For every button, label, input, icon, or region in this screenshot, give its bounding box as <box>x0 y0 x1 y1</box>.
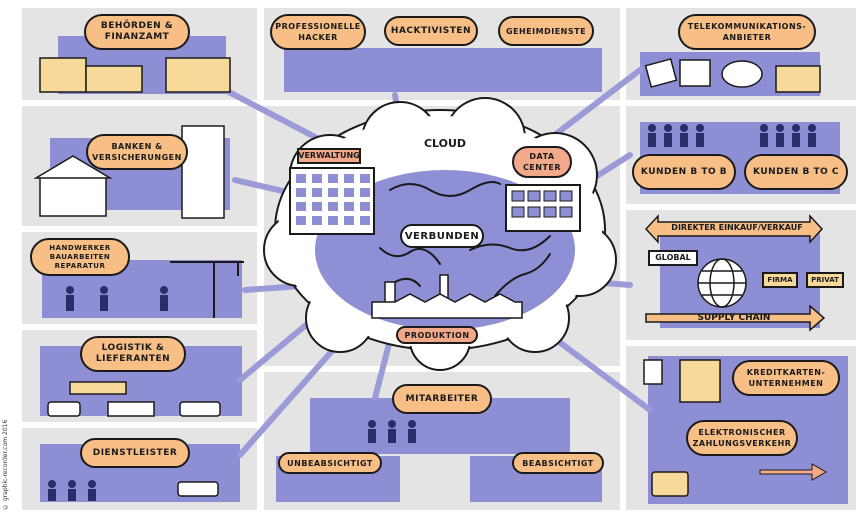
privat-tag: PRIVAT <box>806 272 844 288</box>
delivery-trucks-icon <box>47 381 221 497</box>
people-figures-icon <box>48 124 816 501</box>
credit-text: © graphic-recorder.com 2016 <box>2 419 9 510</box>
einkauf-label: DIREKTER EINKAUF/VERKAUF <box>671 223 803 232</box>
kunden-b2b-label: KUNDEN B TO B <box>632 154 736 190</box>
band-hacker <box>284 48 602 92</box>
produktion-tag: PRODUKTION <box>396 326 478 344</box>
unbeabsichtigt-label: UNBEABSICHTIGT <box>278 452 382 474</box>
hacktivisten-label: HACKTIVISTEN <box>384 16 478 46</box>
zahlungsverkehr-label: ELEKTRONISCHER ZAHLUNGSVERKEHR <box>686 420 798 456</box>
global-tag: GLOBAL <box>648 250 698 266</box>
kreditkarten-label: KREDITKARTEN-UNTERNEHMEN <box>732 360 840 396</box>
supply-chain-label: SUPPLY CHAIN <box>697 313 771 323</box>
dienstleister-label: DIENSTLEISTER <box>80 438 190 468</box>
verwaltung-tag: VERWALTUNG <box>297 148 361 164</box>
government-buildings-icon <box>39 57 231 93</box>
behoerden-label: BEHÖRDEN & FINANZAMT <box>84 14 190 50</box>
beabsichtigt-label: BEABSICHTIGT <box>512 452 604 474</box>
globe-icon <box>697 258 747 308</box>
mitarbeiter-label: MITARBEITER <box>392 384 492 414</box>
kunden-b2c-label: KUNDEN B TO C <box>744 154 848 190</box>
firma-tag: FIRMA <box>762 272 798 288</box>
direct-trade-arrow-icon <box>644 214 826 332</box>
telecom-devices-icon <box>644 58 821 93</box>
data-center-rack-icon <box>505 184 581 232</box>
card-terminal-icon <box>643 359 721 497</box>
verbunden-label: VERBUNDEN <box>400 224 484 248</box>
cable-squiggles <box>379 181 551 297</box>
geheimdienste-label: GEHEIMDIENSTE <box>498 16 594 46</box>
cloud-label: CLOUD <box>423 137 467 150</box>
bank-buildings-icon <box>33 125 225 219</box>
factory-icon <box>371 274 523 319</box>
payment-flow-arrow-icon <box>759 463 828 481</box>
crane-icon <box>170 261 244 318</box>
logistik-label: LOGISTIK & LIEFERANTEN <box>80 336 186 372</box>
handwerker-label: HANDWERKER BAUARBEITEN REPARATUR <box>30 238 130 276</box>
data-center-tag: DATA CENTER <box>512 146 572 178</box>
telekom-label: TELEKOMMUNIKATIONS-ANBIETER <box>678 14 816 50</box>
profi-hacker-label: PROFESSIONELLE HACKER <box>270 14 366 50</box>
banken-label: BANKEN & VERSICHERUNGEN <box>86 134 188 170</box>
verwaltung-building-icon <box>289 167 375 235</box>
